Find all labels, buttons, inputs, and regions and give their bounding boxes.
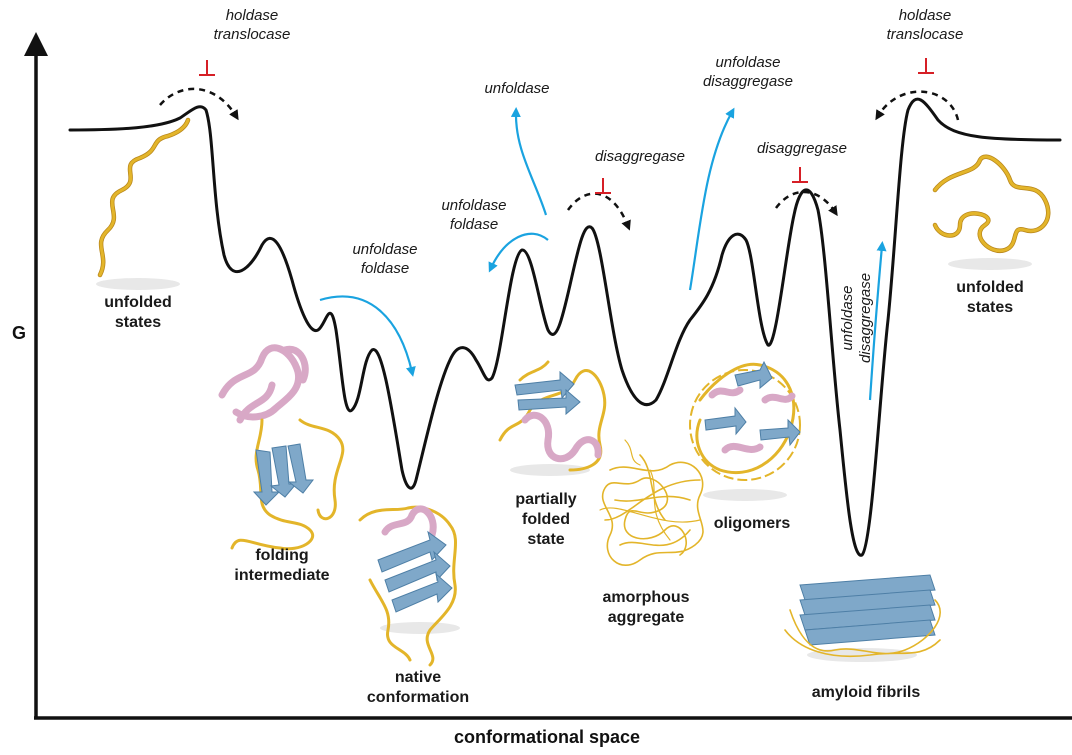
state-partial-1: partially — [515, 491, 576, 508]
state-labels: unfolded states folding intermediate nativ… — [104, 279, 1024, 706]
enz-vertical-a: unfoldase — [839, 285, 856, 350]
state-amorphous-2: aggregate — [608, 609, 685, 626]
enz-unfoldase-foldase-1a: unfoldase — [352, 241, 417, 258]
enz-unfoldase-disaggregase-a: unfoldase — [715, 54, 780, 71]
y-axis-arrow — [24, 32, 48, 56]
svg-text:unfoldasedisaggregase: unfoldasedisaggregase — [839, 273, 874, 363]
enz-disaggregase-1: disaggregase — [595, 148, 685, 165]
axes: G conformational space — [12, 32, 1072, 747]
blue-arrow-disaggregase — [688, 107, 735, 291]
unfolded-chain-right-illustration — [932, 154, 1051, 270]
state-native-2: conformation — [367, 689, 469, 706]
y-axis-label: G — [12, 323, 26, 343]
chaperone-arrows — [319, 107, 887, 401]
inhibit-marker-right-1 — [792, 167, 808, 183]
state-folding-1: folding — [255, 547, 308, 564]
enz-vertical-b: disaggregase — [857, 273, 874, 363]
energy-landscape-curve — [68, 97, 1062, 557]
inhibit-marker-right-2 — [918, 58, 934, 74]
protein-illustrations — [96, 117, 1051, 667]
enz-holdase-right-2: translocase — [887, 26, 964, 43]
enz-unfoldase-foldase-1b: foldase — [361, 260, 409, 277]
blue-arrow-unfoldase — [510, 107, 548, 216]
state-unfolded-left-2: states — [115, 314, 161, 331]
partially-folded-illustration — [498, 360, 607, 476]
amorphous-aggregate-illustration — [599, 439, 704, 566]
enz-holdase-left-1: holdase — [226, 7, 279, 24]
enz-disaggregase-2: disaggregase — [757, 140, 847, 157]
folding-intermediate-illustration — [218, 344, 345, 551]
enz-unfoldase-foldase-2a: unfoldase — [441, 197, 506, 214]
unfolded-chain-left-illustration — [96, 117, 191, 290]
enz-unfoldase-top: unfoldase — [484, 80, 549, 97]
state-native-1: native — [395, 669, 441, 686]
dashed-arrow-right-1 — [774, 190, 838, 217]
state-amyloid: amyloid fibrils — [812, 684, 921, 701]
inhibit-marker-middle — [595, 178, 611, 194]
enz-unfoldase-foldase-2b: foldase — [450, 216, 498, 233]
svg-text:unfoldasedisaggregase: unfoldase disaggregase — [703, 54, 793, 90]
state-amorphous-1: amorphous — [602, 589, 689, 606]
dashed-arrow-middle — [566, 192, 631, 231]
blue-arrow-to-folding — [488, 232, 549, 273]
barrier-arrows — [159, 87, 960, 231]
dashed-arrow-left — [159, 87, 239, 121]
enz-holdase-right-1: holdase — [899, 7, 952, 24]
oligomers-illustration — [689, 360, 801, 501]
state-unfolded-right-2: states — [967, 299, 1013, 316]
state-unfolded-left-1: unfolded — [104, 294, 172, 311]
native-conformation-illustration — [358, 505, 460, 667]
enzyme-labels: holdase translocase holdase translocase un… — [214, 7, 964, 363]
amyloid-fibrils-illustration — [784, 574, 941, 662]
state-partial-2: folded — [522, 511, 570, 528]
enz-holdase-left-2: translocase — [214, 26, 291, 43]
state-unfolded-right-1: unfolded — [956, 279, 1024, 296]
dashed-arrow-right-2 — [875, 90, 960, 121]
blue-arrow-vertical — [868, 241, 887, 401]
x-axis-label: conformational space — [454, 727, 640, 747]
inhibit-marker-left — [199, 60, 215, 76]
inhibition-markers — [199, 58, 934, 194]
enz-unfoldase-disaggregase-b: disaggregase — [703, 73, 793, 90]
state-oligomers: oligomers — [714, 515, 791, 532]
state-folding-2: intermediate — [234, 567, 329, 584]
state-partial-3: state — [527, 531, 564, 548]
blue-arrow-to-native — [319, 295, 416, 377]
